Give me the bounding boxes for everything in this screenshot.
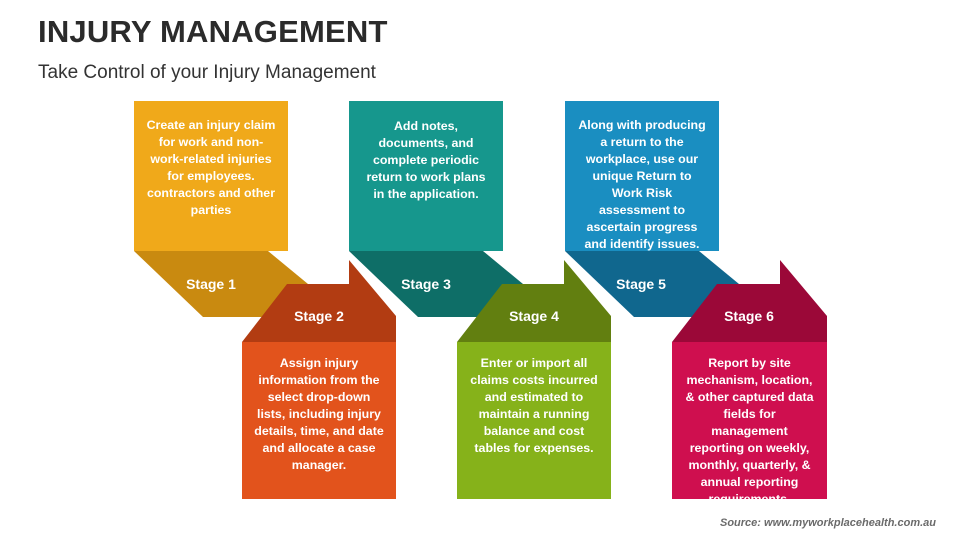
stage-5-label: Stage 5 — [616, 276, 666, 292]
stage-1-description: Create an injury claim for work and non-… — [134, 101, 288, 251]
stage-2-label: Stage 2 — [294, 308, 344, 324]
stage-6-label: Stage 6 — [724, 308, 774, 324]
stage-3-description: Add notes, documents, and complete perio… — [349, 101, 503, 251]
stage-3-label: Stage 3 — [401, 276, 451, 292]
page-title: INJURY MANAGEMENT — [38, 14, 388, 49]
stage-5-description: Along with producing a return to the wor… — [565, 101, 719, 251]
stage-5-arrow — [565, 251, 739, 317]
stage-2-arrow — [242, 260, 396, 342]
stage-3-arrow — [349, 251, 523, 317]
stage-4-label: Stage 4 — [509, 308, 559, 324]
stage-2-description: Assign injury information from the selec… — [242, 342, 396, 499]
stage-6-description: Report by site mechanism, location, & ot… — [672, 342, 827, 506]
stage-4-description: Enter or import all claims costs incurre… — [457, 342, 611, 499]
stage-1-label: Stage 1 — [186, 276, 236, 292]
source-credit: Source: www.myworkplacehealth.com.au — [720, 517, 936, 529]
stage-6-arrow — [672, 260, 827, 342]
stage-4-arrow — [457, 260, 611, 342]
stage-1-arrow — [134, 251, 308, 317]
page-subtitle: Take Control of your Injury Management — [38, 62, 376, 83]
